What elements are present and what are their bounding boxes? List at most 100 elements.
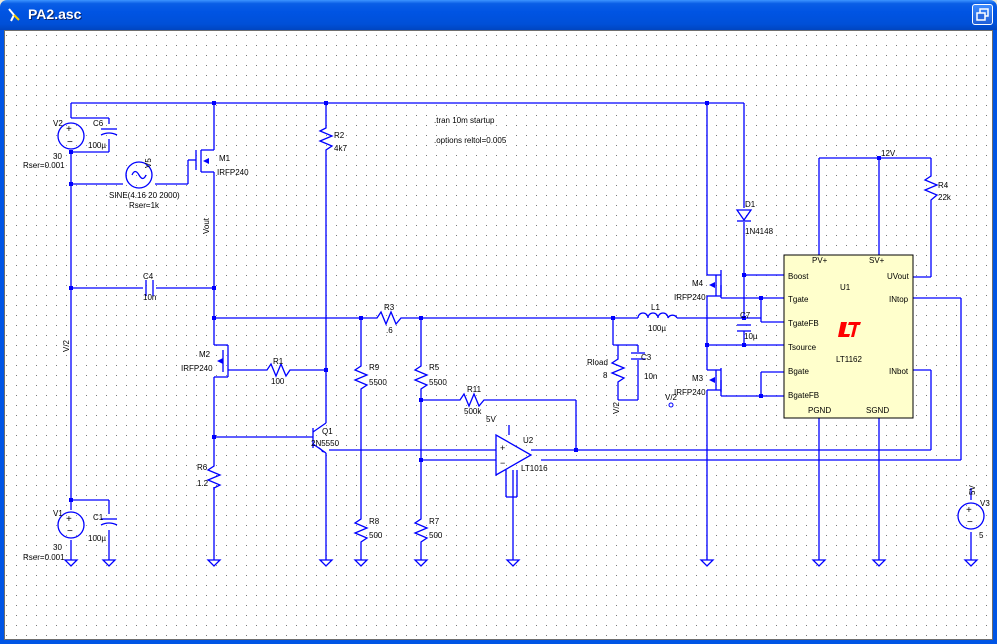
svg-text:V/2: V/2 xyxy=(62,339,71,352)
mosfet-m3[interactable]: M3 IRFP240 xyxy=(674,368,722,397)
svg-text:R4: R4 xyxy=(938,181,949,190)
svg-text:Bgate: Bgate xyxy=(788,367,809,376)
svg-text:U2: U2 xyxy=(523,436,534,445)
capacitor-c1[interactable]: C1 100µ xyxy=(88,513,118,543)
svg-text:10µ: 10µ xyxy=(744,332,758,341)
svg-text:LT1162: LT1162 xyxy=(836,355,862,364)
svg-text:V/2: V/2 xyxy=(612,401,621,414)
svg-text:C1: C1 xyxy=(93,513,104,522)
svg-text:10n: 10n xyxy=(644,372,657,381)
svg-text:500: 500 xyxy=(429,531,443,540)
schematic-canvas[interactable]: + − V2 30 Rser=0.001 + − V1 30 Rser=0.00… xyxy=(4,30,993,640)
svg-text:Vout: Vout xyxy=(202,217,211,234)
voltage-source-v2[interactable]: + − V2 30 Rser=0.001 xyxy=(23,119,85,170)
resistor-r5[interactable]: R5 5500 xyxy=(413,362,447,392)
spice-directives[interactable]: .tran 10m startup .options reltol=0.005 xyxy=(434,116,507,145)
svg-text:IRFP240: IRFP240 xyxy=(217,168,249,177)
svg-text:INbot: INbot xyxy=(889,367,909,376)
svg-text:.6: .6 xyxy=(386,326,393,335)
svg-text:5V: 5V xyxy=(968,485,977,495)
svg-text:V1: V1 xyxy=(53,509,63,518)
restore-icon xyxy=(976,8,989,21)
svg-text:Boost: Boost xyxy=(788,272,809,281)
mosfet-m2[interactable]: M2 IRFP240 xyxy=(181,344,229,378)
schematic-icon xyxy=(8,8,20,22)
svg-text:C7: C7 xyxy=(740,311,751,320)
resistor-r3[interactable]: R3 .6 xyxy=(373,303,406,335)
svg-text:C6: C6 xyxy=(93,119,104,128)
svg-text:+: + xyxy=(66,514,72,525)
resistor-r8[interactable]: R8 500 xyxy=(353,515,383,545)
svg-text:22k: 22k xyxy=(938,193,952,202)
inductor-l1[interactable]: L1 100µ xyxy=(637,303,678,333)
svg-text:V5: V5 xyxy=(144,158,153,168)
svg-text:SGND: SGND xyxy=(866,406,889,415)
comparator-u2[interactable]: + − U2 LT1016 5V xyxy=(486,415,548,477)
svg-text:M2: M2 xyxy=(199,350,211,359)
mosfet-m1[interactable]: M1 IRFP240 xyxy=(195,149,249,177)
svg-text:R6: R6 xyxy=(197,463,208,472)
window-frame-bottom xyxy=(0,640,997,644)
svg-text:M3: M3 xyxy=(692,374,704,383)
svg-text:R9: R9 xyxy=(369,363,380,372)
svg-text:12V: 12V xyxy=(881,149,896,158)
voltage-source-v3[interactable]: + − V3 5V 5 xyxy=(957,485,990,540)
svg-text:R8: R8 xyxy=(369,517,380,526)
resistor-r1[interactable]: R1 100 xyxy=(263,357,293,386)
svg-text:−: − xyxy=(967,517,973,528)
restore-button[interactable] xyxy=(972,4,993,25)
svg-text:5500: 5500 xyxy=(369,378,387,387)
svg-text:C3: C3 xyxy=(641,353,652,362)
title-bar[interactable]: PA2.asc xyxy=(0,0,997,30)
diode-d1[interactable]: D1 1N4148 xyxy=(735,200,774,236)
net-labels: Vout V/2 V/2 V/2 12V xyxy=(62,149,896,414)
voltage-source-v1[interactable]: + − V1 30 Rser=0.001 xyxy=(23,509,85,562)
resistor-r7[interactable]: R7 500 xyxy=(413,515,443,545)
svg-text:5V: 5V xyxy=(486,415,496,424)
svg-text:+: + xyxy=(66,124,72,135)
voltage-source-v5[interactable]: V5 SINE(4.16 20 2000) Rser=1k xyxy=(109,158,180,210)
svg-text:Tsource: Tsource xyxy=(788,343,817,352)
resistor-r4[interactable]: R4 22k xyxy=(923,172,952,205)
mosfet-m4[interactable]: M4 IRFP240 xyxy=(674,270,722,302)
wires xyxy=(70,102,972,560)
svg-text:2N5550: 2N5550 xyxy=(311,439,340,448)
resistor-r9[interactable]: R9 5500 xyxy=(353,362,387,392)
capacitor-c7[interactable]: C7 10µ xyxy=(737,311,758,341)
resistor-r2[interactable]: R2 4k7 xyxy=(318,125,347,155)
svg-text:C4: C4 xyxy=(143,272,154,281)
window-frame-right xyxy=(993,30,997,644)
svg-text:+: + xyxy=(966,505,972,516)
svg-text:IRFP240: IRFP240 xyxy=(674,388,706,397)
capacitor-c4[interactable]: C4 10n xyxy=(143,272,156,302)
svg-text:500k: 500k xyxy=(464,407,482,416)
capacitor-c3[interactable]: C3 10n xyxy=(631,352,657,381)
svg-text:.options reltol=0.005: .options reltol=0.005 xyxy=(434,136,507,145)
capacitor-c6[interactable]: C6 100µ xyxy=(88,119,118,150)
svg-text:Rser=0.001: Rser=0.001 xyxy=(23,161,65,170)
svg-text:PV+: PV+ xyxy=(812,256,828,265)
svg-text:100µ: 100µ xyxy=(88,141,106,150)
svg-text:5: 5 xyxy=(979,531,984,540)
svg-text:Rload: Rload xyxy=(587,358,608,367)
svg-text:100µ: 100µ xyxy=(88,534,106,543)
svg-text:8: 8 xyxy=(603,371,608,380)
svg-text:R1: R1 xyxy=(273,357,284,366)
resistor-r11[interactable]: R11 500k xyxy=(456,385,488,416)
resistor-rload[interactable]: Rload 8 xyxy=(587,355,626,385)
svg-text:V/2: V/2 xyxy=(665,393,678,402)
svg-text:5500: 5500 xyxy=(429,378,447,387)
window-title: PA2.asc xyxy=(28,6,82,22)
ic-u1[interactable]: PV+ SV+ Boost UVout U1 Tgate INtop Tgate… xyxy=(783,254,914,419)
svg-text:IRFP240: IRFP240 xyxy=(181,364,213,373)
svg-text:+: + xyxy=(500,443,505,453)
window-frame-left xyxy=(0,30,4,644)
svg-text:R3: R3 xyxy=(384,303,395,312)
svg-text:1N4148: 1N4148 xyxy=(745,227,774,236)
svg-text:−: − xyxy=(67,137,73,148)
svg-text:R2: R2 xyxy=(334,131,345,140)
svg-text:4k7: 4k7 xyxy=(334,144,347,153)
resistor-r6[interactable]: R6 1.2 xyxy=(197,462,222,490)
transistor-q1[interactable]: Q1 2N5550 xyxy=(311,422,340,454)
